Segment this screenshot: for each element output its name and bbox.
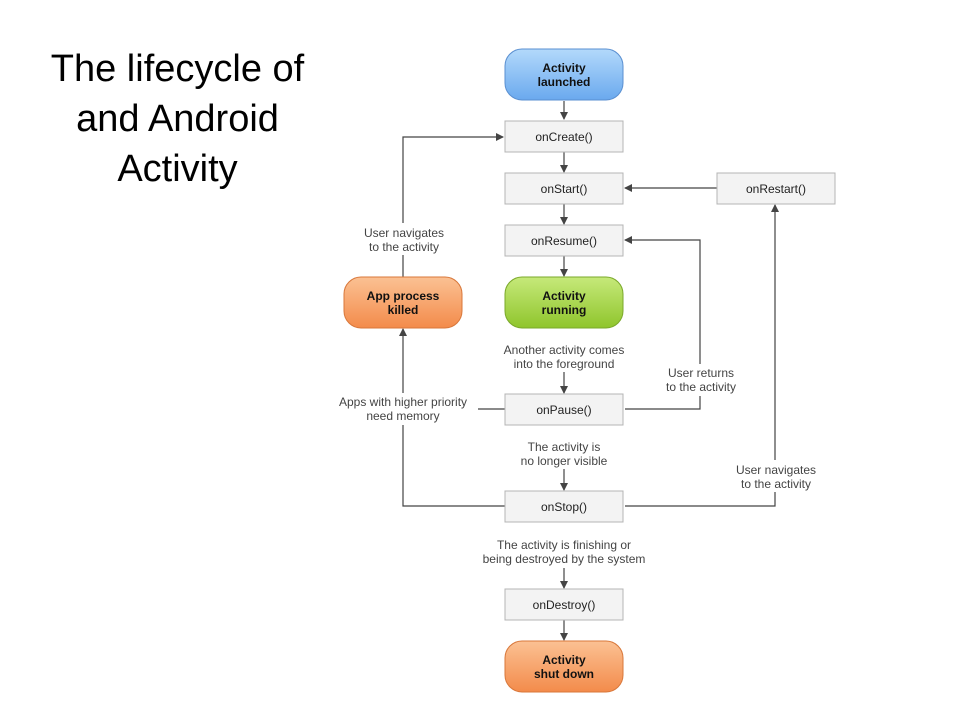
edge-killed-create <box>402 133 504 277</box>
label-another-activity-line-2: into the foreground <box>514 357 615 371</box>
activity-launched-line-1: Activity <box>542 61 586 75</box>
label-user-returns-line-2: to the activity <box>666 380 736 394</box>
edge-pause-resume <box>624 236 701 410</box>
label-user-navigates-stop-line-1: User navigates <box>736 463 816 477</box>
activity-shut-down-node: Activity shut down <box>504 640 624 693</box>
label-another-activity: Another activity comes into the foregrou… <box>497 340 632 372</box>
label-apps-higher-priority: Apps with higher priority need memory <box>332 393 477 425</box>
label-no-longer-visible: The activity is no longer visible <box>512 437 616 469</box>
activity-running-line-2: running <box>542 303 587 317</box>
label-finishing-line-2: being destroyed by the system <box>483 552 646 566</box>
label-finishing: The activity is finishing or being destr… <box>478 535 650 567</box>
on-create-node: onCreate() <box>504 120 624 153</box>
app-process-killed-line-2: killed <box>388 303 419 317</box>
activity-shut-down-line-2: shut down <box>534 667 594 681</box>
label-finishing-line-1: The activity is finishing or <box>497 538 631 552</box>
activity-running-node: Activity running <box>504 276 624 329</box>
label-user-returns-line-1: User returns <box>668 366 734 380</box>
activity-running-line-1: Activity <box>542 289 586 303</box>
label-apps-higher-priority-line-1: Apps with higher priority <box>339 395 467 409</box>
on-start-label: onStart() <box>541 182 588 196</box>
title-line-1: The lifecycle of <box>50 48 305 90</box>
on-create-label: onCreate() <box>535 130 592 144</box>
title-line-3: Activity <box>117 148 238 190</box>
on-stop-label: onStop() <box>541 500 587 514</box>
on-pause-node: onPause() <box>504 393 624 426</box>
app-process-killed-node: App process killed <box>343 276 463 329</box>
label-user-navigates-stop-line-2: to the activity <box>741 477 811 491</box>
on-destroy-label: onDestroy() <box>533 598 596 612</box>
on-pause-label: onPause() <box>536 403 591 417</box>
label-user-returns: User returns to the activity <box>658 364 744 396</box>
on-restart-node: onRestart() <box>716 172 836 205</box>
on-resume-node: onResume() <box>504 224 624 257</box>
slide-title: The lifecycle of and Android Activity <box>40 44 315 194</box>
label-no-longer-visible-line-1: The activity is <box>528 440 601 454</box>
on-stop-node: onStop() <box>504 490 624 523</box>
on-start-node: onStart() <box>504 172 624 205</box>
label-user-navigates-killed: User navigates to the activity <box>356 223 450 255</box>
label-another-activity-line-1: Another activity comes <box>504 343 625 357</box>
activity-launched-line-2: launched <box>538 75 591 89</box>
edge-stop-restart <box>625 204 779 507</box>
on-destroy-node: onDestroy() <box>504 588 624 621</box>
activity-shut-down-line-1: Activity <box>542 653 586 667</box>
label-apps-higher-priority-line-2: need memory <box>366 409 439 423</box>
label-user-navigates-killed-line-1: User navigates <box>364 226 444 240</box>
label-no-longer-visible-line-2: no longer visible <box>521 454 608 468</box>
on-resume-label: onResume() <box>531 234 597 248</box>
label-user-navigates-stop: User navigates to the activity <box>728 460 824 492</box>
app-process-killed-line-1: App process <box>367 289 440 303</box>
on-restart-label: onRestart() <box>746 182 806 196</box>
edge-stop-killed <box>399 328 505 507</box>
activity-launched-node: Activity launched <box>504 48 624 101</box>
edges <box>399 101 779 641</box>
title-line-2: and Android <box>76 98 279 140</box>
label-user-navigates-killed-line-2: to the activity <box>369 240 439 254</box>
